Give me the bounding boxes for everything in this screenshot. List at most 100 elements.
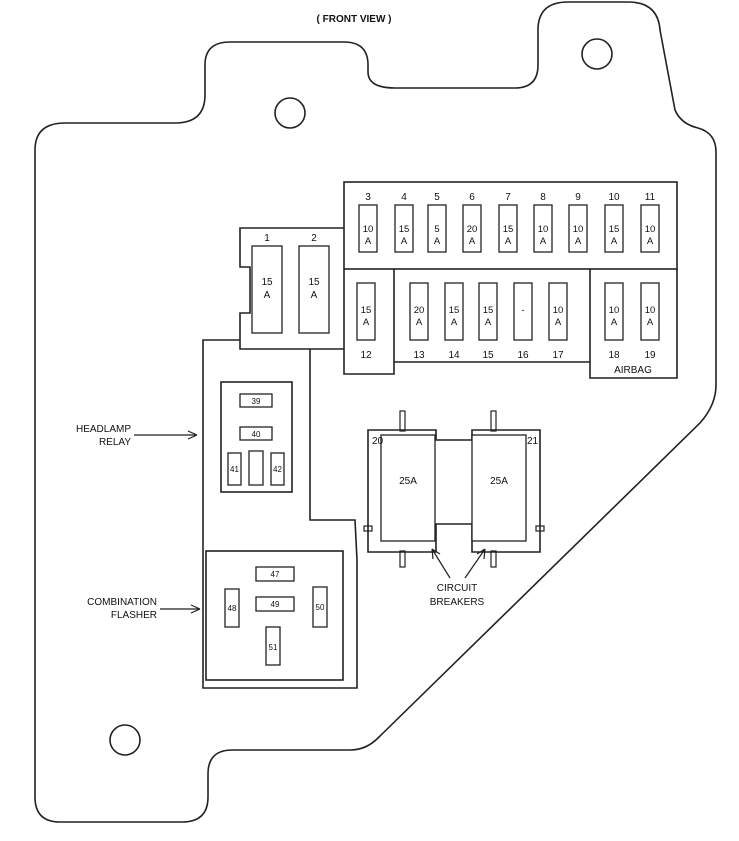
- fuse-17: [548, 282, 568, 341]
- flasher-terminal-48-label: 48: [228, 604, 237, 613]
- fuse-15: [478, 282, 498, 341]
- fuse-6-number: 6: [469, 192, 475, 203]
- fuse-10-unit: A: [611, 236, 618, 247]
- fuse-17-number: 17: [552, 350, 564, 361]
- fuse-15-unit: A: [485, 317, 492, 328]
- headlamp-relay-label-line2: RELAY: [99, 437, 131, 448]
- breaker-21-rating: 25A: [490, 476, 508, 487]
- fuse-7: [498, 204, 518, 253]
- relay-terminal-40: [239, 426, 273, 441]
- airbag-label: AIRBAG: [614, 365, 652, 376]
- fuse-15-number: 15: [482, 350, 494, 361]
- panel-outline: [34, 1, 717, 823]
- fuse-9-unit: A: [575, 236, 582, 247]
- side-fuse-housing: [239, 227, 344, 350]
- fuse-10-number: 10: [608, 192, 620, 203]
- fuse-10: [604, 204, 624, 253]
- headlamp-relay-label-line1: HEADLAMP: [76, 424, 131, 435]
- lower-fuse-row-housing: [343, 269, 678, 379]
- fuse-7-number: 7: [505, 192, 511, 203]
- fuse-18-rating: 10: [609, 305, 620, 316]
- fuse-14: [444, 282, 464, 341]
- relay-terminal-42: [270, 452, 285, 486]
- fuse-18-unit: A: [611, 317, 618, 328]
- combination-flasher-label-line2: FLASHER: [111, 610, 157, 621]
- fuse-11-unit: A: [647, 236, 654, 247]
- fuse-7-rating: 15: [503, 224, 514, 235]
- fuse-3: [358, 204, 378, 253]
- fuse-8-number: 8: [540, 192, 546, 203]
- fuse-13-number: 13: [413, 350, 425, 361]
- fuse-1-unit: A: [264, 290, 271, 301]
- breaker-21-terminal-bottom: [490, 550, 497, 568]
- fuse-2-rating: 15: [308, 277, 320, 288]
- fuse-1: [251, 245, 283, 334]
- fuse-13-unit: A: [416, 317, 423, 328]
- fuse-4-rating: 15: [399, 224, 410, 235]
- fuse-11-number: 11: [645, 192, 656, 203]
- fuse-12-unit: A: [363, 317, 370, 328]
- fuse-17-unit: A: [555, 317, 562, 328]
- fuse-13: [409, 282, 429, 341]
- headlamp-relay-socket: [220, 381, 293, 493]
- breaker-20-rating: 25A: [399, 476, 417, 487]
- fuse-6: [462, 204, 482, 253]
- fuse-1-number: 1: [264, 233, 270, 244]
- fuse-12: [356, 282, 376, 341]
- fuse-2-unit: A: [311, 290, 318, 301]
- fuse-1-rating: 15: [261, 277, 273, 288]
- fuse-16-rating: -: [521, 305, 524, 316]
- fuse-15-rating: 15: [483, 305, 494, 316]
- fuse-14-rating: 15: [449, 305, 460, 316]
- fuse-3-rating: 10: [363, 224, 374, 235]
- fuse-2: [298, 245, 330, 334]
- fuse-4-number: 4: [401, 192, 407, 203]
- flasher-terminal-51: [265, 626, 281, 666]
- fuse-4-unit: A: [401, 236, 408, 247]
- mounting-hole-bottom-left: [109, 724, 141, 756]
- fuse-6-rating: 20: [467, 224, 478, 235]
- relay-terminal-39: [239, 393, 273, 408]
- relay-zone-outline: [202, 339, 358, 689]
- breaker-arrow-left: [431, 548, 451, 579]
- flasher-terminal-51-label: 51: [269, 643, 278, 652]
- flasher-terminal-50-label: 50: [316, 603, 325, 612]
- flasher-terminal-49-label: 49: [271, 600, 280, 609]
- breaker-20-terminal-bottom: [399, 550, 406, 568]
- fuse-13-rating: 20: [414, 305, 425, 316]
- combination-flasher-arrow: [160, 604, 201, 614]
- combination-flasher-label-line1: COMBINATION: [87, 597, 157, 608]
- circuit-breakers-label-line2: BREAKERS: [430, 597, 485, 608]
- combination-flasher-socket: [205, 550, 344, 681]
- fuse-5: [427, 204, 447, 253]
- breaker-20: [380, 434, 436, 542]
- fuse-5-rating: 5: [434, 224, 439, 235]
- breaker-side-tab-left: [363, 525, 373, 532]
- upper-fuse-row-housing: [343, 181, 678, 270]
- relay-terminal-center: [248, 450, 264, 486]
- fuse-8-rating: 10: [538, 224, 549, 235]
- breaker-arrow-right: [464, 548, 486, 579]
- fuse-9: [568, 204, 588, 253]
- fuse-12-number: 12: [360, 350, 372, 361]
- fuse-7-unit: A: [505, 236, 512, 247]
- fuse-12-rating: 15: [361, 305, 372, 316]
- fuse-3-number: 3: [365, 192, 371, 203]
- fuse-19-number: 19: [644, 350, 656, 361]
- headlamp-relay-arrow: [134, 430, 198, 440]
- mounting-hole-top-right: [581, 38, 613, 70]
- fuse-17-rating: 10: [553, 305, 564, 316]
- breaker-20-terminal-top: [399, 410, 406, 432]
- flasher-terminal-47-label: 47: [271, 570, 280, 579]
- breaker-21-terminal-top: [490, 410, 497, 432]
- relay-terminal-41-label: 41: [230, 465, 239, 474]
- fuse-16: [513, 282, 533, 341]
- fuse-4: [394, 204, 414, 253]
- fuse-2-number: 2: [311, 233, 317, 244]
- fuse-11-rating: 10: [645, 224, 656, 235]
- fuse-19-unit: A: [647, 317, 654, 328]
- fuse-8: [533, 204, 553, 253]
- flasher-terminal-48: [224, 588, 240, 628]
- fuse-18-number: 18: [608, 350, 620, 361]
